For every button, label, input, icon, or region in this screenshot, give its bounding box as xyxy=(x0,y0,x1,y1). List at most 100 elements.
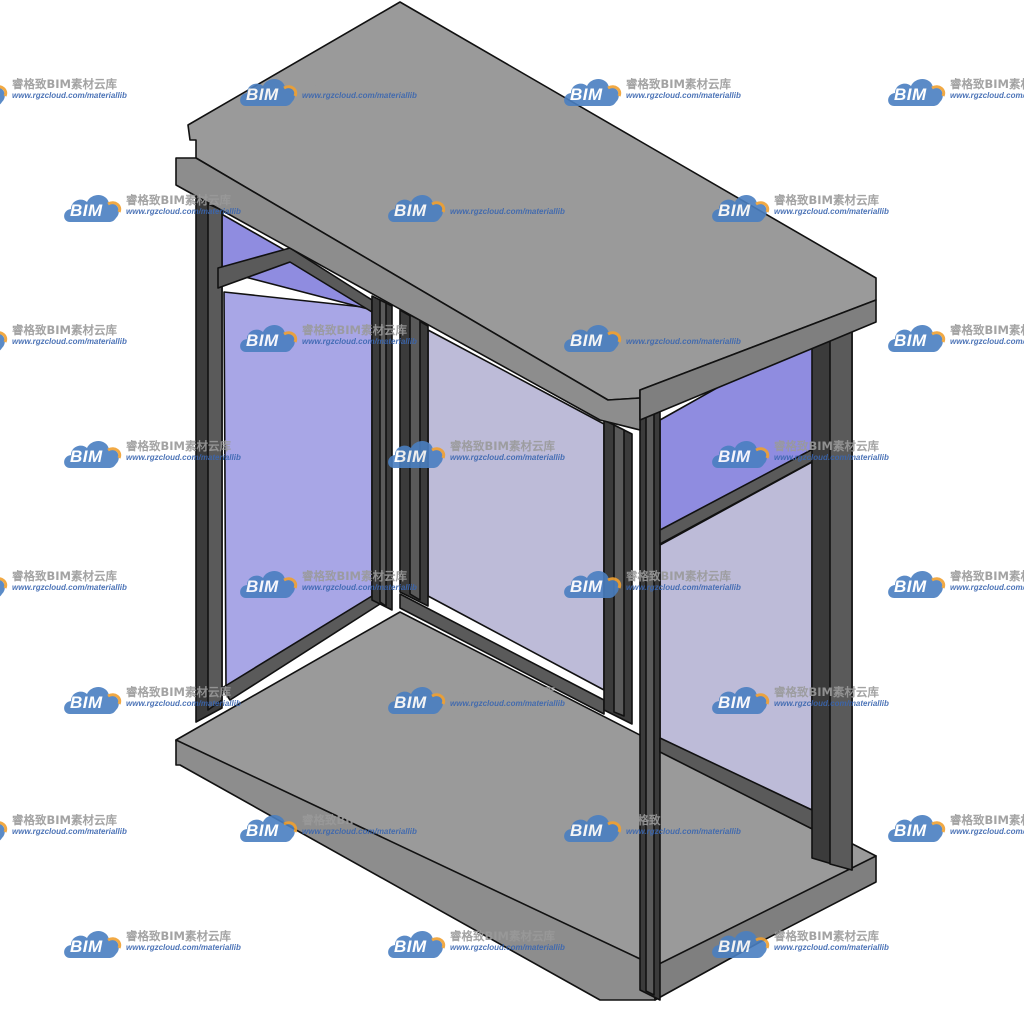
watermark-url: www.rgzcloud.com/materiallib xyxy=(950,827,1024,836)
watermark-name: 睿格致BIM素材云库 xyxy=(626,77,731,91)
cloud-logo-icon xyxy=(888,79,946,106)
cloud-logo-icon xyxy=(564,815,622,842)
cloud-logo-icon xyxy=(240,815,298,842)
watermark-name: 睿格致BIM素材云库 xyxy=(774,193,879,207)
watermark: BIM睿格致BIM素材云库www.rgzcloud.com/materialli… xyxy=(886,318,1024,358)
watermark-name: 睿格致BIM素材云库 xyxy=(126,685,231,699)
watermark-brand: BIM xyxy=(718,201,751,220)
watermark-name: 睿格致BIM素材云库 xyxy=(12,323,117,337)
watermark-url: www.rgzcloud.com/materiallib xyxy=(626,583,741,592)
watermark: BIM睿格致BIM素材云库www.rgzcloud.com/materialli… xyxy=(886,72,1024,112)
watermark-name: 睿格致BIM素材云库 xyxy=(626,323,731,337)
watermark-name: 睿格致BIM素材云库 xyxy=(626,569,731,583)
watermark-brand: BIM xyxy=(570,577,603,596)
watermark-name: 睿格致BIM素材云库 xyxy=(302,323,407,337)
cloud-logo-icon xyxy=(888,325,946,352)
cloud-logo-icon xyxy=(888,815,946,842)
watermark-brand: BIM xyxy=(70,693,103,712)
watermark-url: www.rgzcloud.com/materiallib xyxy=(126,207,241,216)
watermark-name: 睿格致BIM素材云库 xyxy=(950,77,1024,91)
cloud-logo-icon xyxy=(712,195,770,222)
cloud-logo-icon xyxy=(388,441,446,468)
watermark-brand: BIM xyxy=(894,821,927,840)
cloud-logo-icon xyxy=(388,195,446,222)
cloud-logo-icon xyxy=(0,821,8,841)
watermark-url: www.rgzcloud.com/materiallib xyxy=(450,943,565,952)
watermark: BIM睿格致BIM素材云库www.rgzcloud.com/materialli… xyxy=(0,72,148,112)
watermark-url: www.rgzcloud.com/materiallib xyxy=(774,453,889,462)
watermark: BIM睿格致BIM素材云库www.rgzcloud.com/materialli… xyxy=(886,564,1024,604)
watermark-url: www.rgzcloud.com/materiallib xyxy=(450,699,565,708)
cloud-logo-icon xyxy=(712,687,770,714)
watermark-brand: BIM xyxy=(570,331,603,350)
watermark-url: www.rgzcloud.com/materiallib xyxy=(12,337,127,346)
cloud-logo-icon xyxy=(64,441,122,468)
watermark: BIM 睿格致BIM素材云库www.rgzcloud.com/materialli… xyxy=(886,808,1024,848)
watermark-url: www.rgzcloud.com/materiallib xyxy=(450,453,565,462)
watermark-name: 睿格致BIM素材云库 xyxy=(126,439,231,453)
watermark-brand: BIM xyxy=(718,447,751,466)
watermark-url: www.rgzcloud.com/materiallib xyxy=(774,699,889,708)
watermark-name: 睿格致BIM素材云库 xyxy=(774,685,879,699)
watermark-url: www.rgzcloud.com/materiallib xyxy=(450,207,565,216)
cloud-logo-icon xyxy=(240,325,298,352)
cloud-logo-icon xyxy=(64,687,122,714)
watermark-url: www.rgzcloud.com/materiallib xyxy=(774,207,889,216)
watermark-name: 睿格致BIM素材云库 xyxy=(950,323,1024,337)
glazing xyxy=(217,211,821,811)
watermark-brand: BIM xyxy=(718,693,751,712)
watermark-name: 睿格致BIM素材云库 xyxy=(12,77,117,91)
watermark-url: www.rgzcloud.com/materiallib xyxy=(626,827,741,836)
watermark-name: 睿格致BIM素材云库 xyxy=(126,193,231,207)
cloud-logo-icon xyxy=(564,571,622,598)
top-slab-right xyxy=(639,299,877,421)
watermark-url: www.rgzcloud.com/materiallib xyxy=(126,699,241,708)
watermark-name: 睿格致BIM素材云库 xyxy=(450,439,555,453)
watermark-name: 睿格致BIM素材云库 xyxy=(450,193,555,207)
top-slab xyxy=(175,1,877,431)
bottom-slab xyxy=(175,611,877,1001)
watermark-name: 睿格致BIM素材云库 xyxy=(450,929,555,943)
watermark-brand: BIM xyxy=(246,85,279,104)
center-sill xyxy=(399,593,605,715)
cloud-logo-icon xyxy=(64,931,122,958)
watermark-brand: BIM xyxy=(246,821,279,840)
watermark-brand: BIM xyxy=(894,577,927,596)
watermark-name: 睿格致BIM素材云库 xyxy=(302,77,407,91)
watermark-url: www.rgzcloud.com/materiallib xyxy=(126,943,241,952)
watermark-url: www.rgzcloud.com/materiallib xyxy=(302,91,417,100)
cloud-logo-icon xyxy=(388,687,446,714)
cloud-logo-icon xyxy=(0,85,8,105)
cloud-logo-icon xyxy=(564,79,622,106)
watermark-name: 睿格致BIM素材云库 xyxy=(302,569,407,583)
watermark: BIM睿格致BIM素材云库www.rgzcloud.com/materialli… xyxy=(0,564,148,604)
watermark-name: 睿格致BIM素材云库 xyxy=(12,569,117,583)
watermark-brand: BIM xyxy=(70,937,103,956)
watermark-brand: BIM xyxy=(246,577,279,596)
watermark-url: www.rgzcloud.com/materiallib xyxy=(626,91,741,100)
watermark-name: 睿格致BIM素材云库 xyxy=(950,813,1024,827)
watermark-url: www.rgzcloud.com/materiallib xyxy=(302,827,417,836)
cloud-logo-icon xyxy=(0,577,8,597)
cloud-logo-icon xyxy=(240,571,298,598)
watermark-brand: BIM xyxy=(70,201,103,220)
watermark-name: 睿格致BIM素材云库 xyxy=(12,813,117,827)
watermark-url: www.rgzcloud.com/materiallib xyxy=(12,583,127,592)
cloud-logo-icon xyxy=(712,441,770,468)
cloud-logo-icon xyxy=(64,195,122,222)
watermark-brand: BIM xyxy=(718,937,751,956)
